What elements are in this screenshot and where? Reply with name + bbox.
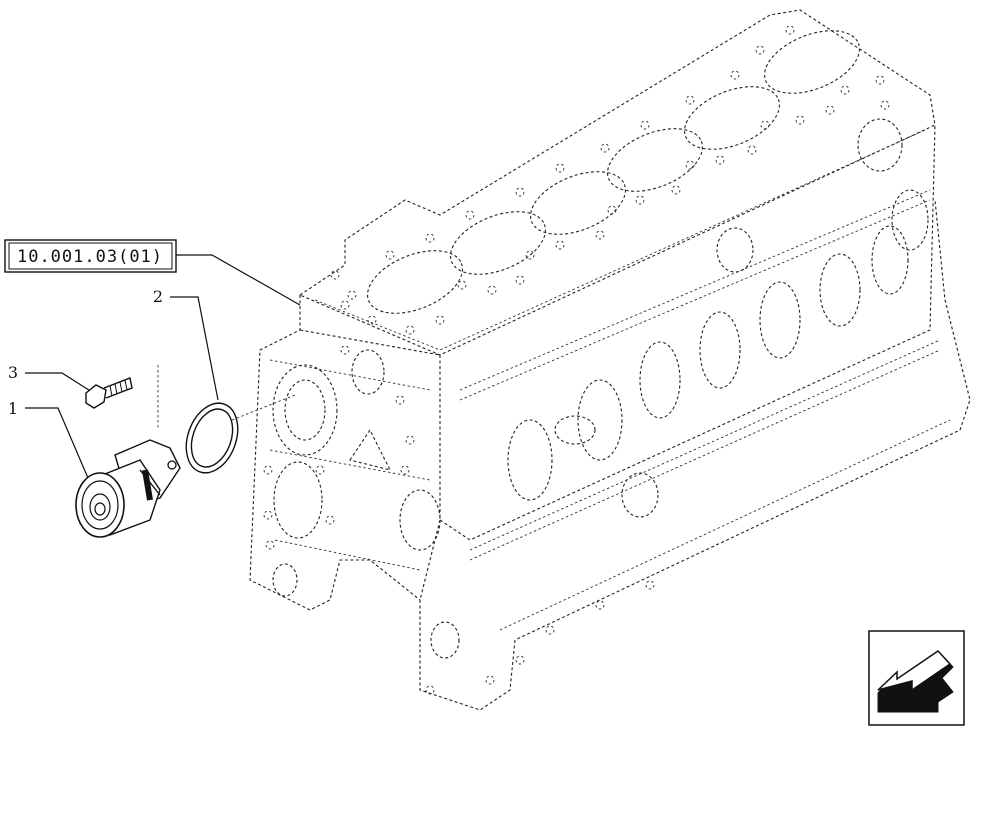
callout-1-leader bbox=[25, 407, 89, 479]
reference-leader bbox=[176, 254, 301, 306]
callout-3-leader bbox=[25, 372, 93, 393]
gasket-part bbox=[185, 402, 239, 474]
engine-block bbox=[249, 9, 971, 711]
back-arrow-icon[interactable] bbox=[868, 630, 965, 726]
reference-code-label: 10.001.03(01) bbox=[17, 247, 163, 267]
callout-1-label: 1 bbox=[8, 399, 18, 418]
reference-code-box[interactable]: 10.001.03(01) bbox=[4, 239, 177, 273]
water-pump-part bbox=[75, 439, 181, 538]
callout-2-label: 2 bbox=[153, 287, 163, 306]
callout-3-label: 3 bbox=[8, 363, 18, 382]
bolt-part bbox=[85, 377, 133, 409]
callout-2-leader bbox=[170, 296, 219, 401]
